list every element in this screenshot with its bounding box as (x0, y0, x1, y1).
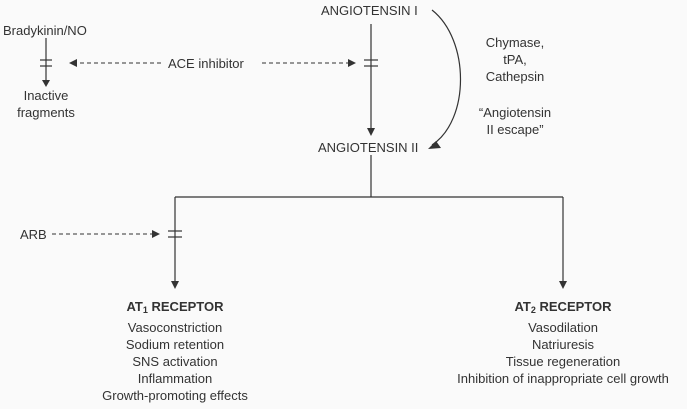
at1-effect: Inflammation (137, 371, 213, 386)
ace-dashed-left-head (69, 59, 77, 67)
inactive-fragments-line-1: Inactive (23, 88, 69, 103)
escape-enzymes-label: Chymase, tPA, Cathepsin (470, 34, 560, 85)
at2-subscript: 2 (530, 305, 536, 315)
at1-suffix: RECEPTOR (147, 299, 224, 314)
conversion-arrowhead (367, 128, 375, 136)
inactive-fragments-label: Inactive fragments (6, 87, 86, 121)
at1-effect: Growth-promoting effects (102, 388, 248, 403)
bradykinin-label: Bradykinin/NO (3, 23, 87, 38)
at1-arrowhead (171, 281, 179, 289)
at1-prefix: AT (126, 299, 143, 314)
at1-effect: Sodium retention (125, 337, 225, 352)
at2-effect: Tissue regeneration (505, 354, 621, 369)
escape-enzyme-1: Chymase, (485, 35, 545, 50)
angiotensin-i-label: ANGIOTENSIN I (321, 3, 418, 18)
at1-receptor-block: AT1 RECEPTOR Vasoconstriction Sodium ret… (75, 298, 275, 404)
escape-enzyme-3: Cathepsin (485, 69, 545, 84)
at2-effect: Inhibition of inappropriate cell growth (457, 371, 669, 386)
angiotensin-escape-label: “Angiotensin II escape” (462, 104, 568, 138)
at2-effect: Natriuresis (531, 337, 595, 352)
arb-dashed-head (152, 230, 160, 238)
escape-label-line-1: “Angiotensin (478, 105, 552, 120)
at2-effect: Vasodilation (528, 320, 598, 335)
escape-enzyme-2: tPA, (503, 52, 527, 67)
at2-receptor-block: AT2 RECEPTOR Vasodilation Natriuresis Ti… (433, 298, 687, 387)
at1-subscript: 1 (142, 305, 148, 315)
at2-suffix: RECEPTOR (535, 299, 612, 314)
at1-effect: Vasoconstriction (127, 320, 223, 335)
at2-prefix: AT (514, 299, 531, 314)
escape-curve (431, 9, 462, 146)
ace-dashed-right-head (348, 59, 356, 67)
arb-label: ARB (20, 227, 47, 242)
at2-receptor-title: AT2 RECEPTOR (433, 298, 687, 319)
bradykinin-arrowhead (42, 80, 50, 87)
ace-inhibitor-label: ACE inhibitor (168, 56, 244, 71)
inactive-fragments-line-2: fragments (17, 105, 75, 120)
escape-label-line-2: II escape” (486, 122, 544, 137)
escape-arrowhead (428, 141, 441, 149)
at2-arrowhead (559, 281, 567, 289)
at1-receptor-title: AT1 RECEPTOR (75, 298, 275, 319)
angiotensin-ii-label: ANGIOTENSIN II (318, 140, 419, 155)
at1-effect: SNS activation (132, 354, 218, 369)
